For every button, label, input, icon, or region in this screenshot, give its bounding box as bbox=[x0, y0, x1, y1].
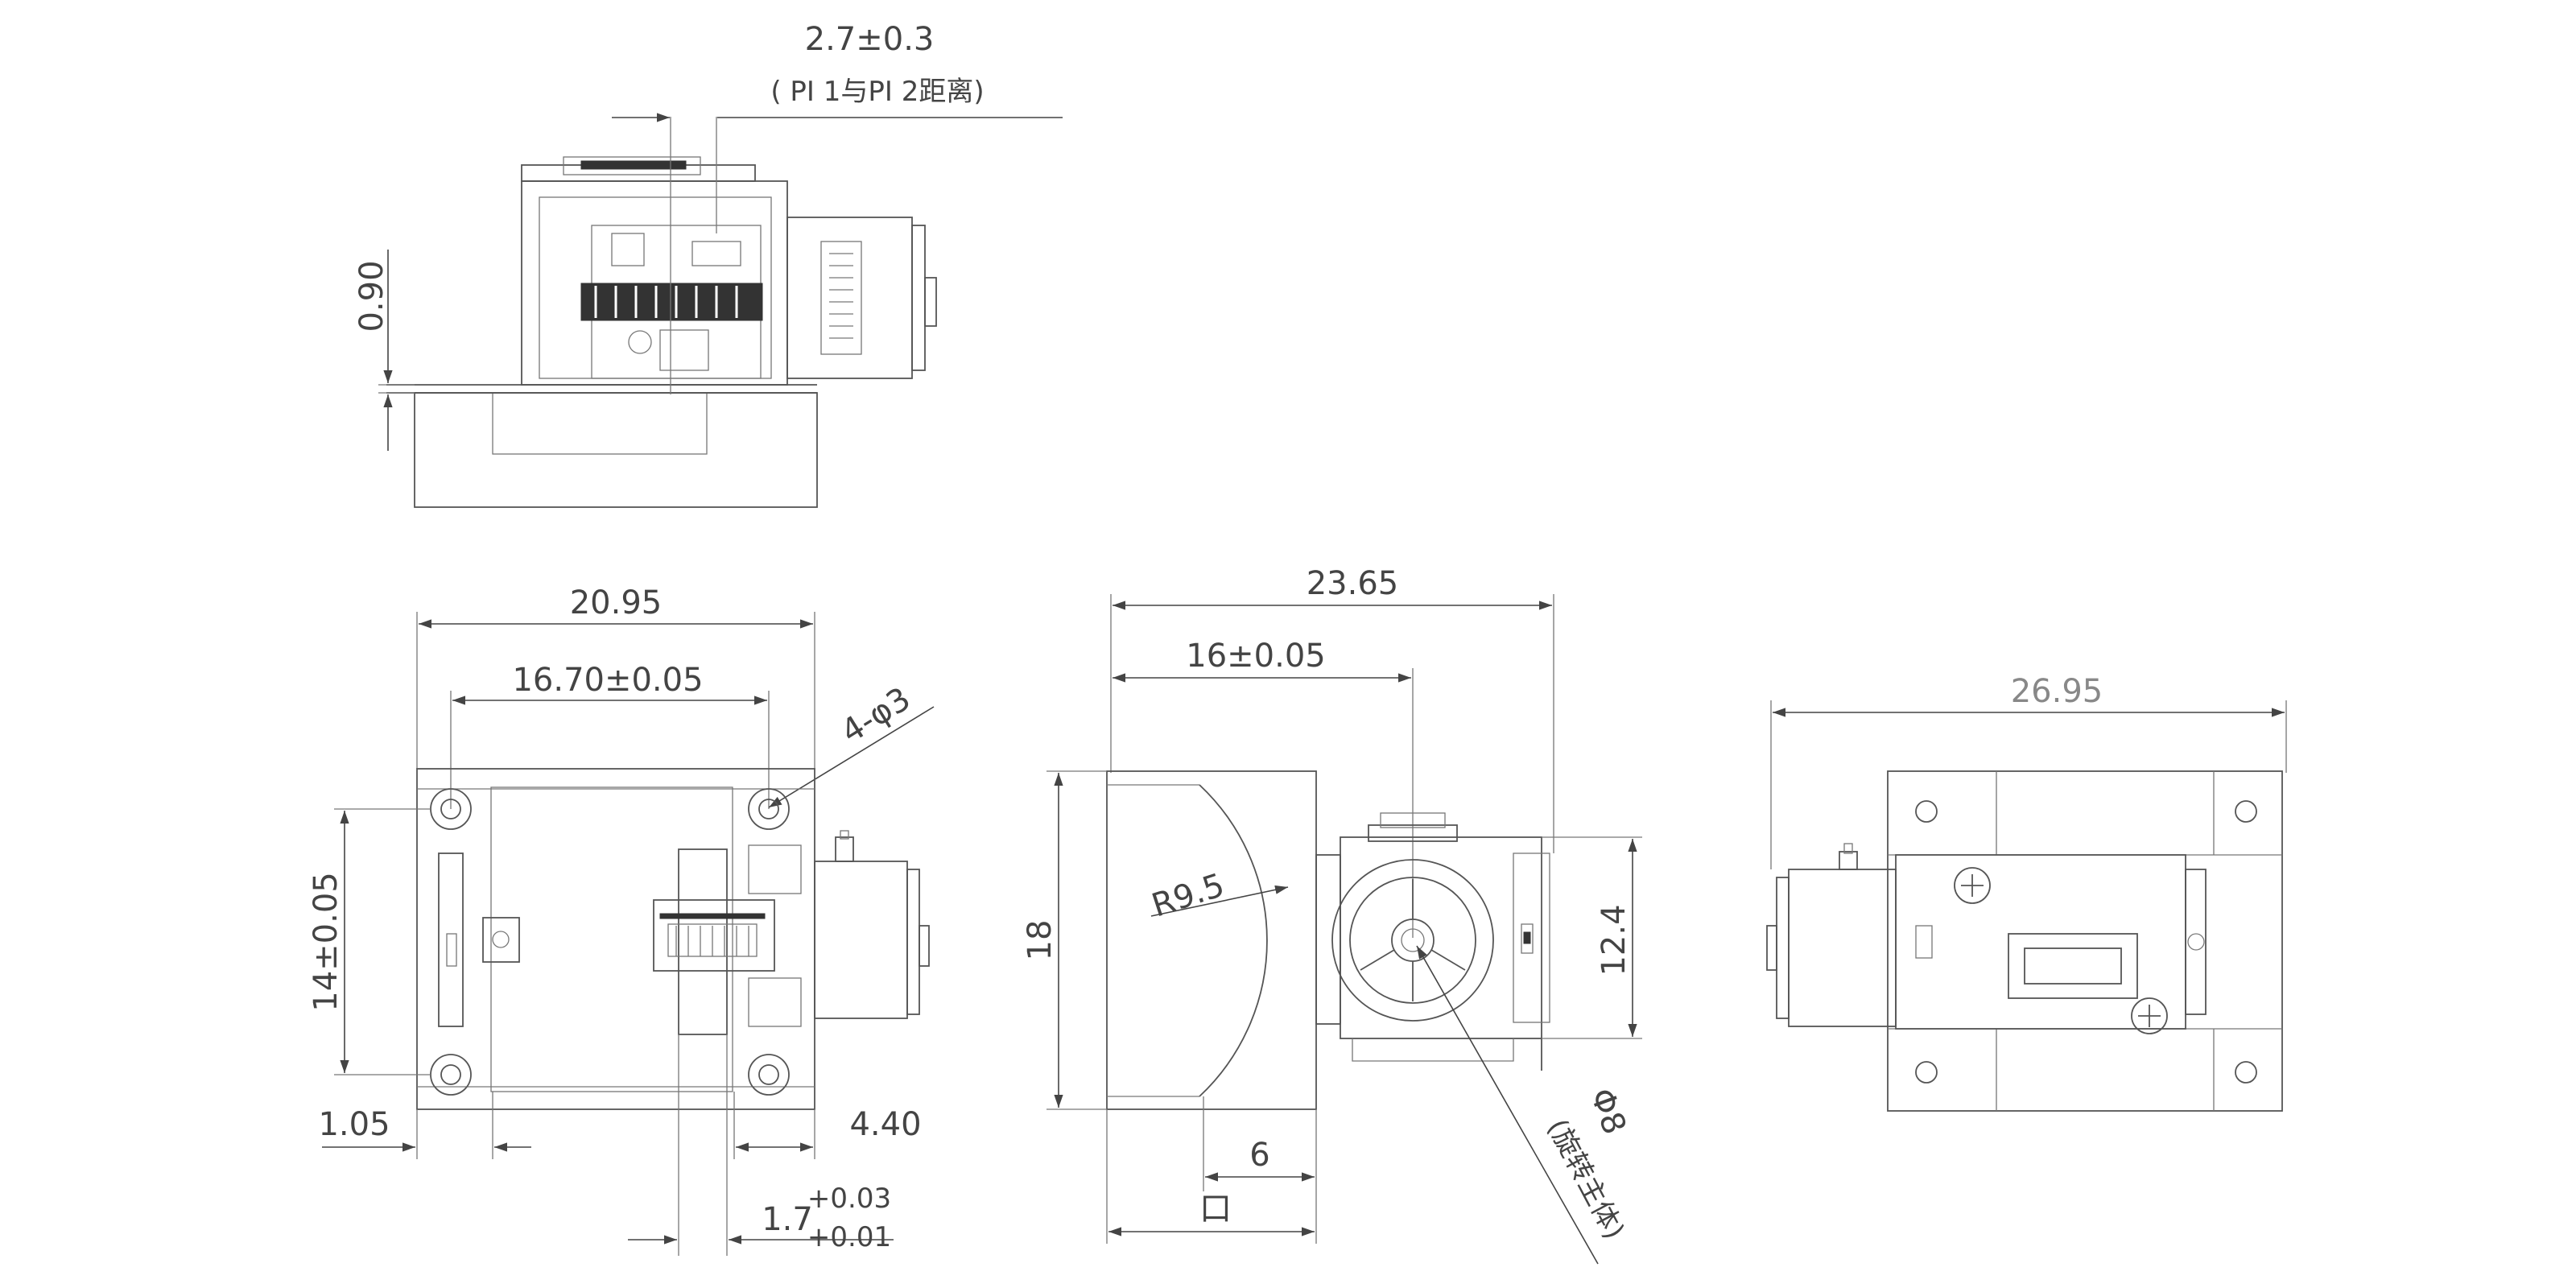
left-offset-label: 1.05 bbox=[318, 1106, 390, 1143]
side-width-label: 23.65 bbox=[1307, 565, 1399, 602]
screw-right bbox=[2131, 997, 2168, 1034]
rear-view: 26.95 bbox=[1766, 673, 2287, 1112]
front-width-label: 20.95 bbox=[570, 584, 663, 621]
height-dim-label: 0.90 bbox=[353, 260, 390, 332]
bottom-dim-label: 6 bbox=[1249, 1137, 1269, 1174]
slot-width-label: 1.7 bbox=[762, 1201, 813, 1238]
hole-spacing-y-label: 14±0.05 bbox=[308, 872, 345, 1011]
rear-width-label: 26.95 bbox=[2011, 673, 2103, 710]
hole-spacing-x-label: 16.70±0.05 bbox=[512, 662, 703, 699]
diameter-note-label: (旋转主体) bbox=[1541, 1114, 1631, 1245]
slot-tol-upper-label: +0.03 bbox=[807, 1183, 891, 1215]
screw-left bbox=[1954, 867, 1991, 904]
rear-hole-bottom-left bbox=[1915, 1061, 1938, 1084]
rear-hole-top-left bbox=[1915, 800, 1938, 823]
pitch-dim-label: 2.7±0.3 bbox=[805, 21, 935, 58]
rear-hole-bottom-right bbox=[2235, 1061, 2257, 1084]
mount-hole-top-right bbox=[748, 788, 790, 830]
hole-callout-label: 4-φ3 bbox=[835, 680, 917, 751]
rear-hole-top-right bbox=[2235, 800, 2257, 823]
mount-hole-bottom-right bbox=[748, 1054, 790, 1096]
axis-distance-label: 16±0.05 bbox=[1186, 638, 1325, 675]
mount-hole-bottom-left bbox=[430, 1054, 472, 1096]
right-offset-label: 4.40 bbox=[849, 1106, 921, 1143]
pitch-note-label: ( PI 1与PI 2距离) bbox=[770, 76, 984, 108]
radius-label: R9.5 bbox=[1147, 867, 1228, 925]
bottom-dim-2-label: 口 bbox=[1199, 1191, 1232, 1228]
top-view: 2.7±0.3 ( PI 1与PI 2距离) 0.90 bbox=[353, 21, 1063, 508]
shaft-height-label: 12.4 bbox=[1596, 904, 1633, 976]
side-view: 23.65 16±0.05 R9.5 18 bbox=[1022, 565, 1642, 1265]
front-view: 20.95 16.70±0.05 4-φ3 bbox=[308, 584, 935, 1256]
slot-tol-lower-label: +0.01 bbox=[807, 1221, 891, 1253]
side-height-label: 18 bbox=[1022, 920, 1059, 961]
diameter-callout-label: Φ8 bbox=[1583, 1084, 1633, 1139]
